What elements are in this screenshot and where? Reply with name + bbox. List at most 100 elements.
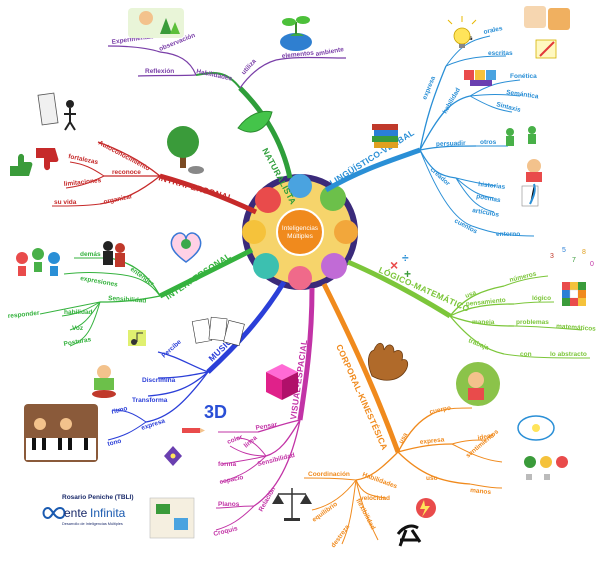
logico-pensamiento-line xyxy=(449,303,515,317)
interpersonal-expresiones-tail xyxy=(63,272,117,275)
svg-text:×: × xyxy=(390,257,398,273)
visual-item-relacion: Relación xyxy=(258,486,278,513)
linguistico-poemas-line xyxy=(455,177,495,199)
pencil-icon xyxy=(182,428,205,433)
corporal-item-coordinacion: Coordinación xyxy=(308,471,350,478)
hub-face-4 xyxy=(334,220,358,244)
linguistico-item-historias: historias xyxy=(478,181,506,191)
linguistico-cuentos-line xyxy=(419,149,473,227)
balance-scale-icon xyxy=(272,488,312,521)
naturalista-elementos-line xyxy=(275,56,347,61)
linguistico-habilidad-line xyxy=(419,95,471,151)
linguistico-main xyxy=(324,147,421,193)
intrapersonal-item-autoconocimiento: Autoconocimiento xyxy=(97,140,151,173)
corporal-item-velocidad: velocidad xyxy=(360,495,390,502)
linguistico-item-poemas: poemas xyxy=(476,193,502,204)
mirror-person-icon xyxy=(37,92,76,131)
branch-corporal xyxy=(303,282,503,545)
musical-ritmo-line xyxy=(111,409,147,423)
visual-forma-line xyxy=(221,455,267,465)
linguistico-semantica-line xyxy=(469,94,521,97)
naturalista-item-habilidades: Habilidades xyxy=(196,68,234,83)
corporal-uso-line xyxy=(397,451,471,485)
intrapersonal-labels: INTRAPERSONAL Autoconocimiento fortaleza… xyxy=(54,140,234,206)
interpersonal-item-posturas: Posturas xyxy=(63,336,92,348)
musical-labels: MUSICAL Percibe Discrimina Transforma ri… xyxy=(107,328,243,448)
musical-images xyxy=(24,316,245,462)
logico-maneja-line xyxy=(449,315,515,327)
logico-item-con: con xyxy=(520,351,532,358)
logico-item-logico: lógico xyxy=(532,295,551,302)
visual-item-forma: forma xyxy=(218,461,236,468)
corporal-flexibilidad-line xyxy=(355,479,379,541)
naturalista-item-utiliza: utiliza xyxy=(240,58,258,77)
naturalista-item-elementos: elementos xyxy=(281,50,314,60)
svg-text:+: + xyxy=(404,267,411,281)
corporal-velocidad-line xyxy=(355,479,387,499)
linguistico-images xyxy=(372,6,570,207)
center-title-line2: Múltiples xyxy=(287,233,313,240)
corporal-sentimientos-line xyxy=(451,443,503,463)
intrapersonal-autoconocimiento-line xyxy=(97,141,161,177)
logico-item-maneja: maneja xyxy=(472,319,495,326)
abc-blocks-icon xyxy=(464,70,496,86)
svg-text:7: 7 xyxy=(572,257,576,264)
musical-item-discrimina: Discrimina xyxy=(142,377,176,384)
logico-images: × ÷ + 3 5 7 8 0 xyxy=(390,247,594,306)
hub-face-3 xyxy=(320,185,346,211)
hub-face-6 xyxy=(288,266,312,290)
corporal-coordinacion-line xyxy=(303,477,357,481)
logico-item-abstracto: lo abstracto xyxy=(550,351,587,358)
intrapersonal-main xyxy=(159,173,258,215)
intrapersonal-organizar-line xyxy=(99,175,161,205)
interpersonal-item-habilidad: habilidad xyxy=(64,309,93,316)
intrapersonal-suvida-line xyxy=(51,203,101,207)
corporal-destreza-line xyxy=(341,479,357,545)
branch-musical xyxy=(107,280,287,441)
people-talking-icon xyxy=(506,126,536,146)
corporal-cuerpo-line xyxy=(431,407,473,415)
naturalista-images xyxy=(128,8,312,133)
musical-transforma-line xyxy=(147,371,209,397)
svg-text:÷: ÷ xyxy=(402,251,409,265)
leaf-icon xyxy=(237,110,273,133)
hub-face-2 xyxy=(288,174,312,198)
emoji-faces-icon xyxy=(524,456,568,480)
interpersonal-item-demas: demás xyxy=(80,251,101,258)
intrapersonal-item-organizar: organizar xyxy=(103,193,134,206)
thought-cloud-icon xyxy=(517,415,555,441)
child-with-plants-illustration xyxy=(128,8,184,38)
musical-item-transforma: Transforma xyxy=(132,397,168,404)
corporal-item-equilibrio: equilibrio xyxy=(311,501,339,524)
linguistico-item-fonetica: Fonética xyxy=(510,73,537,80)
books-stack-icon xyxy=(372,124,398,148)
branch-linguistico xyxy=(324,35,535,237)
corporal-item-ideas: ideas xyxy=(477,432,495,442)
logico-logico-line xyxy=(513,301,555,305)
interpersonal-posturas-line xyxy=(69,301,101,347)
branch-interpersonal xyxy=(39,247,254,347)
visual-item-linea: línea xyxy=(243,434,259,449)
musical-tono-line xyxy=(107,421,147,441)
linguistico-persuadir-line xyxy=(419,145,477,151)
branch-intrapersonal xyxy=(51,141,258,215)
linguistico-item-habilidad: habilidad xyxy=(442,87,462,115)
visual-item-sensibilidad: Sensibilidad xyxy=(257,452,296,468)
visual-linea-line xyxy=(235,437,267,457)
brand-tagline: Desarrollo de Inteligencias Múltiples xyxy=(62,522,123,526)
piano-kids-illustration xyxy=(24,404,98,462)
logico-main xyxy=(347,259,452,319)
interpersonal-voz-line xyxy=(69,301,101,331)
map-block-1 xyxy=(156,504,170,514)
interpersonal-habilidad-line xyxy=(61,301,101,317)
earth-sprout-illustration xyxy=(280,16,312,51)
naturalista-item-reflexion: Reflexión xyxy=(145,68,174,75)
musical-item-ritmo: ritmo xyxy=(111,405,128,416)
musical-discrimina-line xyxy=(157,371,209,379)
svg-text:8: 8 xyxy=(582,249,586,256)
corporal-equilibrio-line xyxy=(311,479,357,511)
logico-numeros-line xyxy=(503,275,549,287)
painting-child-icon xyxy=(456,362,500,406)
magenta-cube-icon xyxy=(266,364,298,400)
hub-face-5 xyxy=(321,253,347,279)
